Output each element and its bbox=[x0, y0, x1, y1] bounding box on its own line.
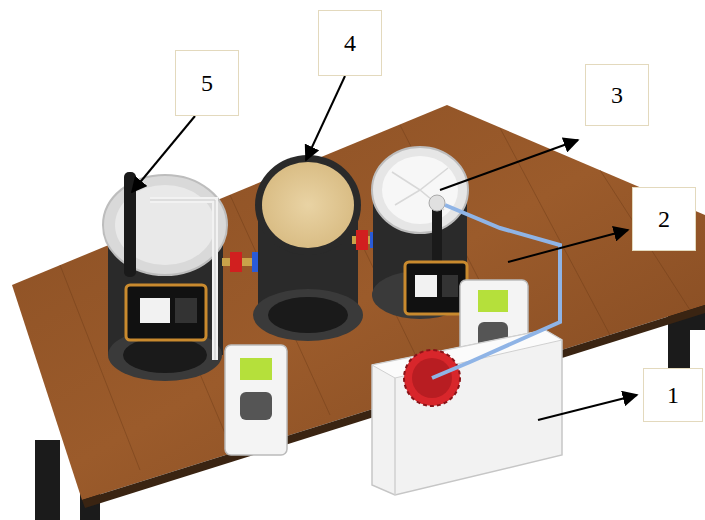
left-column bbox=[103, 172, 227, 381]
callout-box: 5 bbox=[175, 50, 239, 116]
callout-box: 2 bbox=[632, 187, 696, 251]
right-column bbox=[372, 147, 468, 319]
callout-number: 4 bbox=[344, 30, 356, 57]
feed-tube bbox=[432, 205, 560, 378]
water-container bbox=[372, 330, 562, 495]
callout-box: 3 bbox=[585, 64, 649, 126]
table-top bbox=[12, 105, 705, 508]
left-controller bbox=[225, 345, 287, 455]
callout-box: 1 bbox=[643, 368, 703, 422]
callout-box: 4 bbox=[318, 10, 382, 76]
leader-arrows bbox=[132, 76, 637, 420]
callout-number: 3 bbox=[611, 82, 623, 109]
sand-column bbox=[253, 155, 363, 341]
callout-number: 2 bbox=[658, 206, 670, 233]
callout-number: 1 bbox=[667, 382, 679, 409]
callout-number: 5 bbox=[201, 70, 213, 97]
